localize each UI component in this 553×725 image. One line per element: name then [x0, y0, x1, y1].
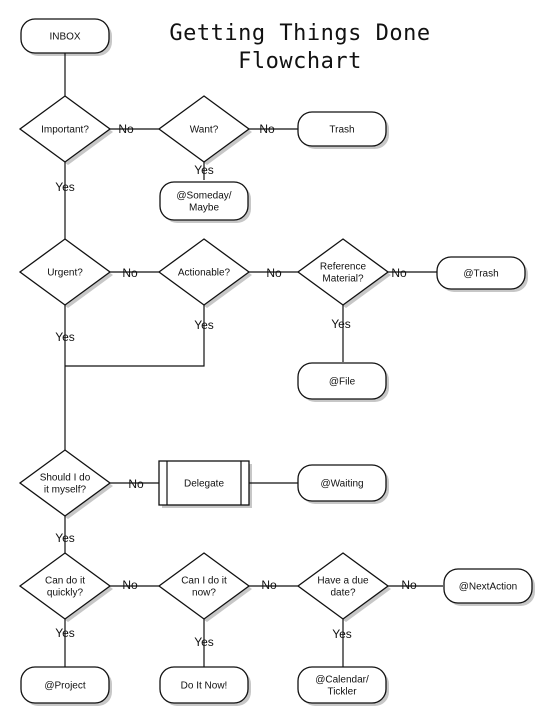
do-quickly-decision-text: quickly?	[47, 588, 84, 599]
label-yes-quickly: Yes	[55, 626, 75, 640]
at-trash-node-text: @Trash	[463, 269, 498, 280]
someday-maybe-node-text: Maybe	[189, 203, 219, 214]
label-yes-now: Yes	[194, 635, 214, 649]
do-quickly-decision-text: Can do it	[45, 576, 85, 587]
want-decision-text: Want?	[190, 125, 219, 136]
trash-node: Trash	[297, 111, 389, 149]
connector-lines	[64, 52, 443, 668]
calendar-tickler-node-text: @Calendar/	[315, 675, 369, 686]
title-line-1: Getting Things Done	[169, 21, 431, 46]
delegate-node: Delegate	[158, 460, 252, 508]
reference-material-decision-text: Reference	[320, 262, 367, 273]
label-no-urgent: No	[122, 266, 138, 280]
urgent-decision: Urgent?	[18, 238, 113, 308]
important-decision: Important?	[18, 95, 113, 165]
do-it-now-node: Do It Now!	[159, 666, 251, 706]
label-yes-duedate: Yes	[332, 627, 352, 641]
file-node: @File	[297, 362, 389, 402]
next-action-node-text: @NextAction	[459, 582, 518, 593]
inbox-node-text: INBOX	[49, 32, 80, 43]
label-yes-actionable: Yes	[194, 318, 214, 332]
line-actionable-join	[65, 305, 205, 367]
reference-material-decision-text: Material?	[322, 274, 364, 285]
due-date-decision-text: Have a due	[317, 576, 369, 587]
do-now-decision-text: now?	[192, 588, 216, 599]
label-no-duedate: No	[401, 578, 417, 592]
label-no-important: No	[118, 122, 134, 136]
waiting-node: @Waiting	[297, 464, 389, 504]
do-now-decision-text: Can I do it	[181, 576, 227, 587]
label-no-now: No	[261, 578, 277, 592]
do-it-now-node-text: Do It Now!	[181, 681, 228, 692]
label-no-myself: No	[128, 477, 144, 491]
someday-maybe-node: @Someday/Maybe	[159, 181, 251, 223]
at-trash-node: @Trash	[436, 256, 528, 292]
label-no-actionable: No	[266, 266, 282, 280]
file-node-text: @File	[329, 377, 356, 388]
actionable-decision: Actionable?	[157, 238, 252, 308]
urgent-decision-text: Urgent?	[47, 268, 83, 279]
label-yes-urgent: Yes	[55, 330, 75, 344]
label-no-quickly: No	[122, 578, 138, 592]
calendar-tickler-node-text: Tickler	[327, 687, 357, 698]
label-yes-want: Yes	[194, 163, 214, 177]
trash-node-text: Trash	[329, 125, 354, 136]
label-yes-reference: Yes	[331, 317, 351, 331]
label-yes-myself: Yes	[55, 531, 75, 545]
next-action-node: @NextAction	[443, 568, 535, 606]
label-yes-important: Yes	[55, 180, 75, 194]
someday-maybe-node-text: @Someday/	[176, 191, 231, 202]
delegate-node-text: Delegate	[184, 479, 224, 490]
project-node-text: @Project	[44, 681, 85, 692]
label-no-reference: No	[391, 266, 407, 280]
waiting-node-text: @Waiting	[320, 479, 363, 490]
title-line-2: Flowchart	[238, 49, 362, 74]
important-decision-text: Important?	[41, 125, 89, 136]
want-decision: Want?	[157, 95, 252, 165]
inbox-node: INBOX	[20, 18, 112, 56]
label-no-want: No	[259, 122, 275, 136]
flowchart-shapes: INBOX Important? Want? Trash @Someday/MaybeU…	[18, 18, 535, 706]
flowchart-title: Getting Things Done Flowchart	[130, 20, 470, 76]
due-date-decision-text: date?	[330, 588, 355, 599]
do-it-myself-decision-text: Should I do	[40, 473, 91, 484]
calendar-tickler-node: @Calendar/Tickler	[297, 666, 389, 706]
project-node: @Project	[20, 666, 112, 706]
actionable-decision-text: Actionable?	[178, 268, 231, 279]
do-it-myself-decision-text: it myself?	[44, 485, 87, 496]
